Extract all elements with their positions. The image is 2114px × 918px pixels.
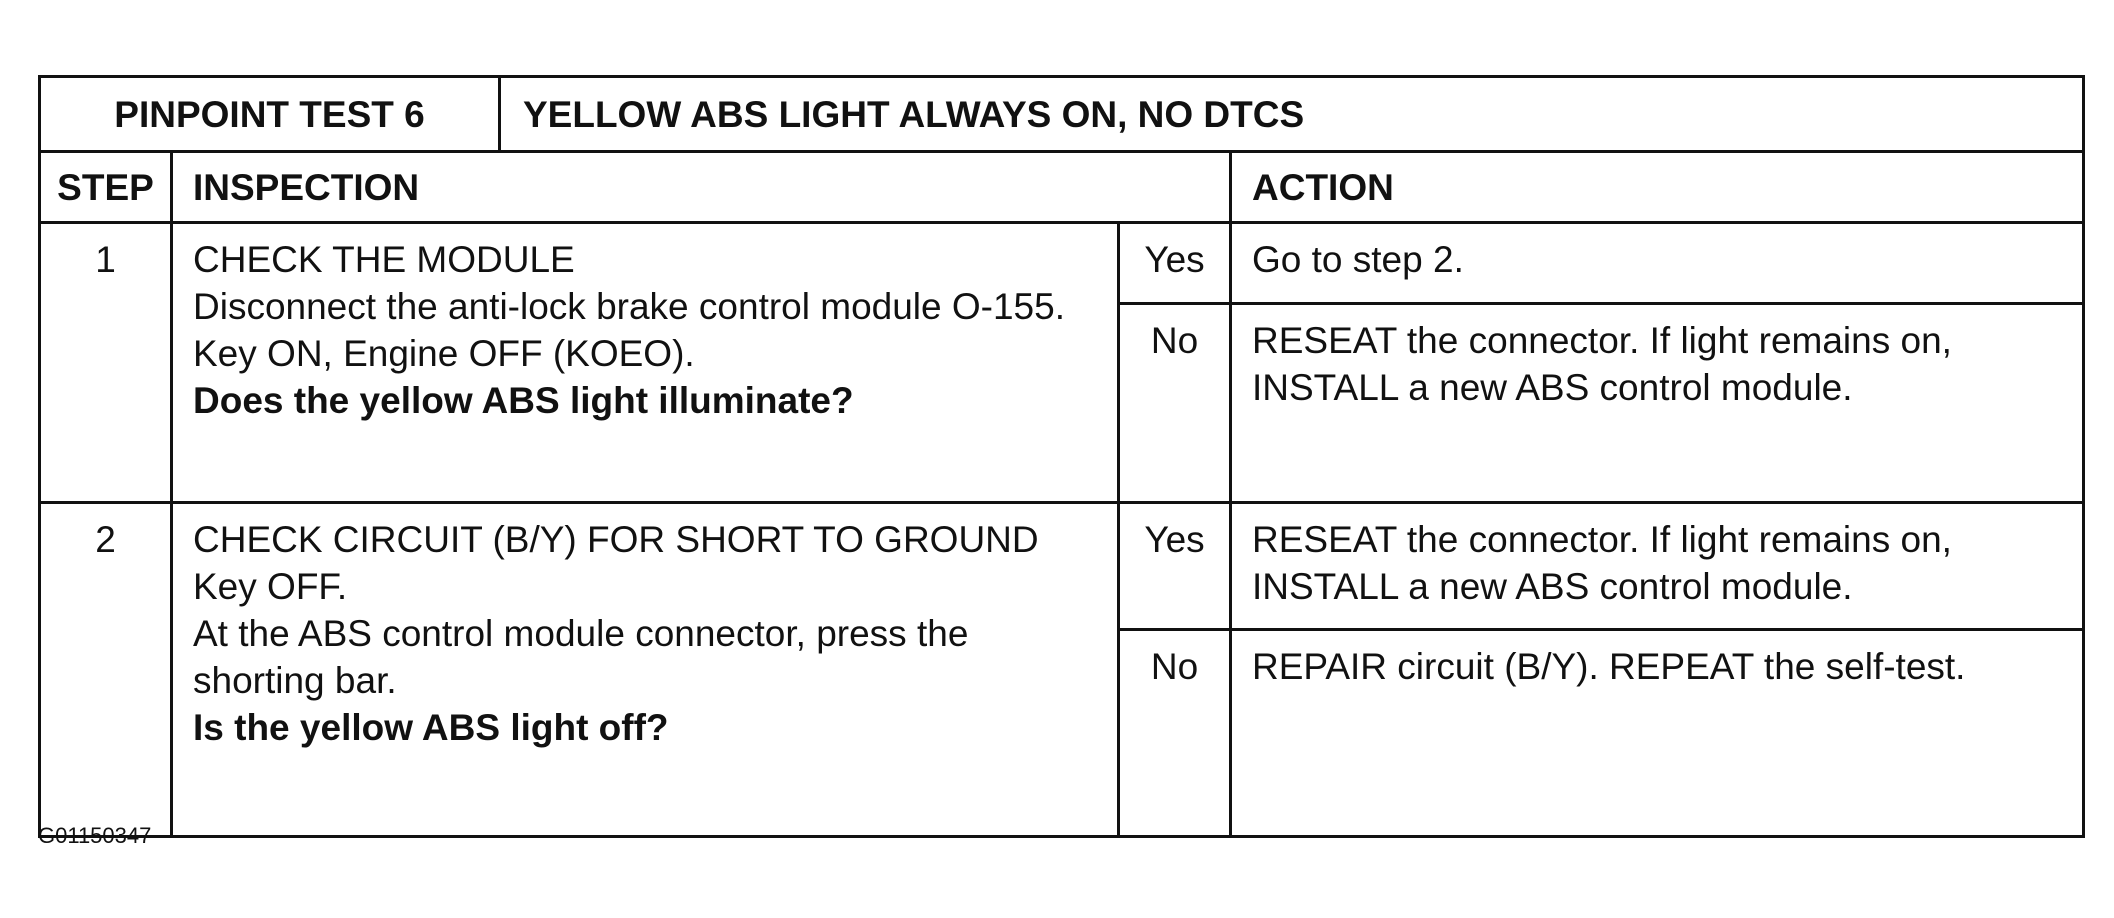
step-column-header: STEP xyxy=(38,150,173,224)
answer-label-no: No xyxy=(1117,302,1232,504)
action-cell: Go to step 2. xyxy=(1228,221,2086,305)
table-row: 1 CHECK THE MODULE Disconnect the anti-l… xyxy=(38,221,2086,504)
table-row: No RESEAT the connector. If light remain… xyxy=(40,302,2086,504)
step-number: 1 xyxy=(38,221,173,504)
pinpoint-test-document: PINPOINT TEST 6 YELLOW ABS LIGHT ALWAYS … xyxy=(38,75,2086,838)
test-number-title: PINPOINT TEST 6 xyxy=(38,75,501,153)
inspection-heading: CHECK THE MODULE xyxy=(193,239,575,280)
action-cell: RESEAT the connector. If light remains o… xyxy=(1228,302,2086,504)
inspection-instruction: Key ON, Engine OFF (KOEO). xyxy=(193,333,695,374)
answer-label-no: No xyxy=(1117,628,1232,838)
answer-label-yes: Yes xyxy=(1117,501,1232,631)
test-description-title: YELLOW ABS LIGHT ALWAYS ON, NO DTCS xyxy=(497,75,2086,153)
table-row: No REPAIR circuit (B/Y). REPEAT the self… xyxy=(40,628,2086,838)
answer-label-yes: Yes xyxy=(1117,221,1232,305)
inspection-column-header: INSPECTION xyxy=(170,150,1232,224)
inspection-heading: CHECK CIRCUIT (B/Y) FOR SHORT TO GROUND xyxy=(193,519,1039,560)
inspection-instruction: Key OFF. xyxy=(193,566,348,607)
inspection-cell: CHECK THE MODULE Disconnect the anti-loc… xyxy=(170,221,1120,504)
table-row: 2 CHECK CIRCUIT (B/Y) FOR SHORT TO GROUN… xyxy=(38,501,2086,838)
pinpoint-test-table: PINPOINT TEST 6 YELLOW ABS LIGHT ALWAYS … xyxy=(38,75,2086,838)
table-title-row: PINPOINT TEST 6 YELLOW ABS LIGHT ALWAYS … xyxy=(38,75,2086,153)
inspection-question: Does the yellow ABS light illuminate? xyxy=(193,380,854,421)
inspection-instruction: Disconnect the anti-lock brake control m… xyxy=(193,286,1065,327)
inspection-question: Is the yellow ABS light off? xyxy=(193,707,669,748)
inspection-instruction: At the ABS control module connector, pre… xyxy=(193,613,969,701)
step-number: 2 xyxy=(38,501,173,838)
figure-id: G01150347 xyxy=(38,823,152,848)
table-header-row: STEP INSPECTION ACTION xyxy=(38,150,2086,224)
action-cell: REPAIR circuit (B/Y). REPEAT the self-te… xyxy=(1228,628,2086,838)
inspection-cell: CHECK CIRCUIT (B/Y) FOR SHORT TO GROUND … xyxy=(170,501,1120,838)
action-column-header: ACTION xyxy=(1228,150,2086,224)
action-cell: RESEAT the connector. If light remains o… xyxy=(1228,501,2086,631)
